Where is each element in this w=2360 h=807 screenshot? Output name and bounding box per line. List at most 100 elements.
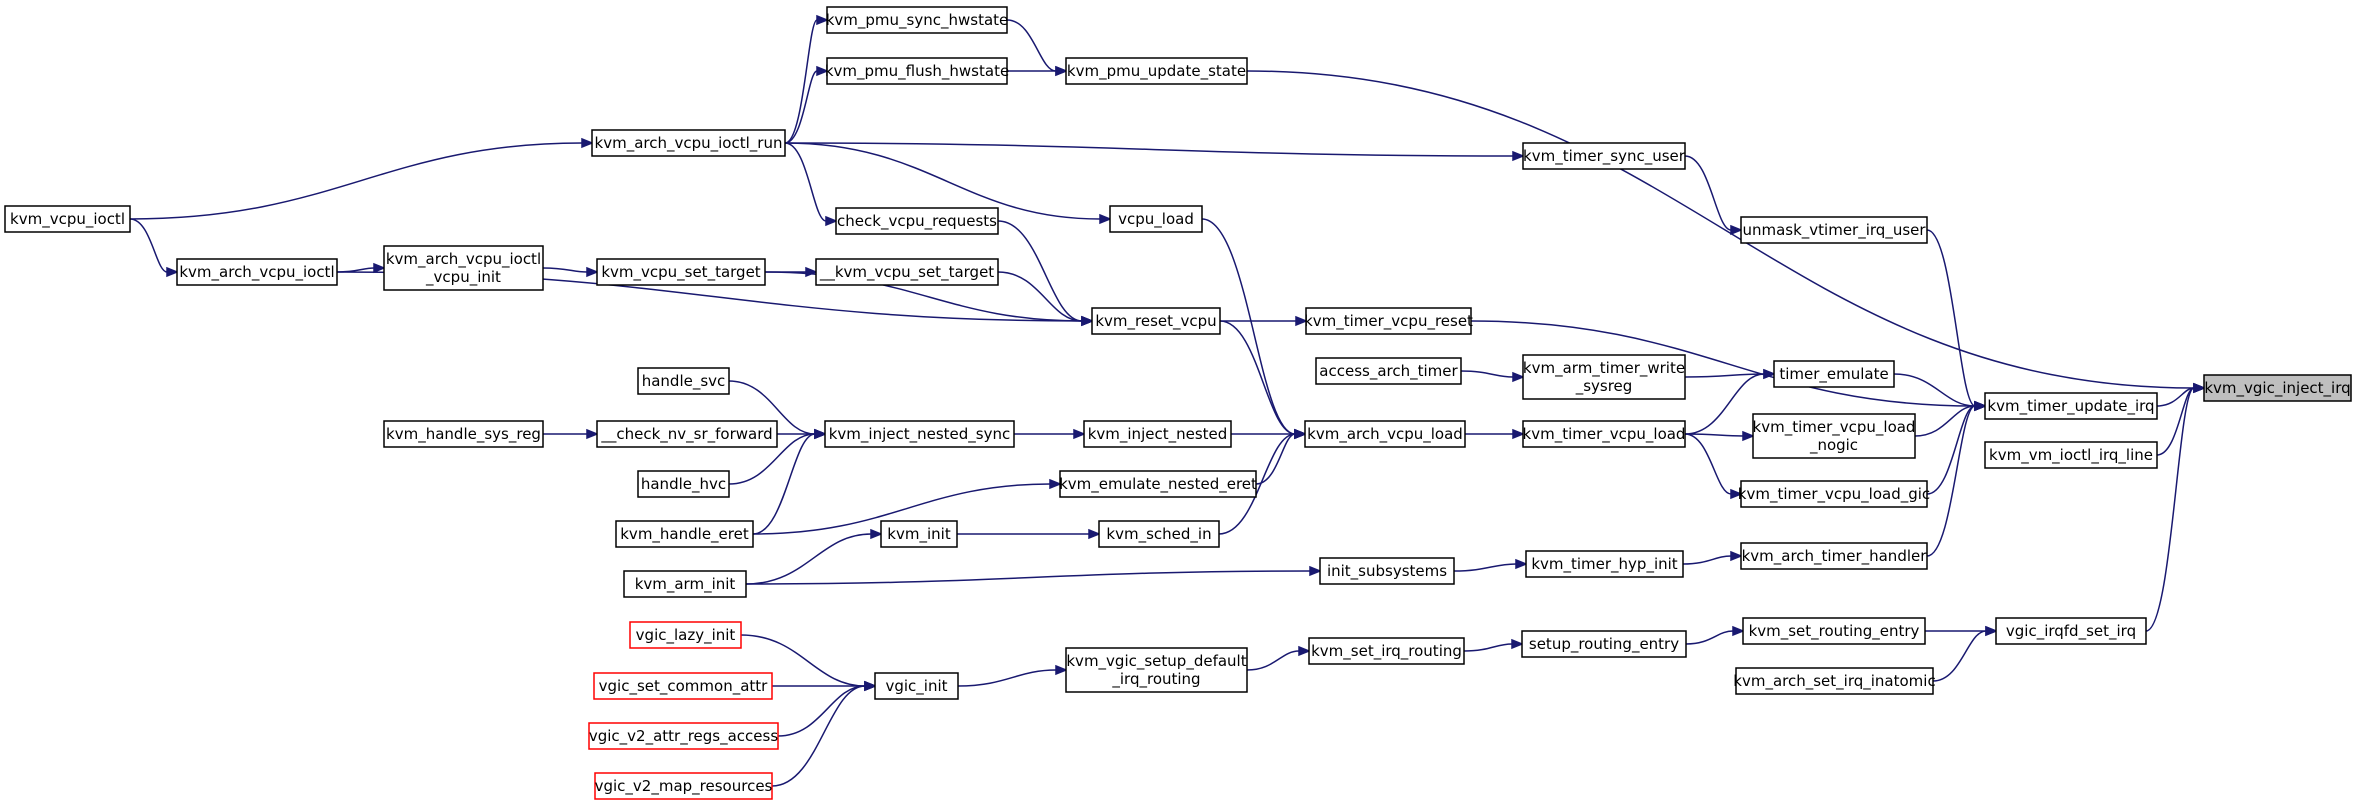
node-kvm-arm-init[interactable]: kvm_arm_init bbox=[623, 570, 747, 598]
node-kvm-timer-vcpu-load-gic[interactable]: kvm_timer_vcpu_load_gic bbox=[1738, 480, 1930, 508]
edge-kvm-timer-vcpu-load-to-timer-emulate bbox=[1684, 373, 1765, 435]
node-kvm-emulate-nested-eret[interactable]: kvm_emulate_nested_eret bbox=[1059, 470, 1257, 498]
edge-arrowhead bbox=[1055, 664, 1069, 676]
node-kvm-reset-vcpu[interactable]: kvm_reset_vcpu bbox=[1091, 307, 1221, 335]
node-label: kvm_arch_vcpu_load bbox=[1307, 425, 1463, 444]
node-kvm-arch-set-irq-inatomic[interactable]: kvm_arch_set_irq_inatomic bbox=[1733, 667, 1936, 695]
node-kvm-timer-vcpu-reset[interactable]: kvm_timer_vcpu_reset bbox=[1304, 307, 1473, 335]
edge-arrowhead bbox=[1512, 371, 1526, 383]
node-kvm-pmu-sync-hwstate[interactable]: kvm_pmu_sync_hwstate bbox=[826, 6, 1009, 34]
node-vgic-irqfd-set-irq[interactable]: vgic_irqfd_set_irq bbox=[1995, 617, 2147, 645]
node-kvm-handle-sys-reg[interactable]: kvm_handle_sys_reg bbox=[383, 420, 544, 448]
node-handle-hvc[interactable]: handle_hvc bbox=[637, 470, 730, 498]
node-kvm-sched-in[interactable]: kvm_sched_in bbox=[1098, 520, 1220, 548]
node-kvm-timer-vcpu-load-nogic[interactable]: kvm_timer_vcpu_load_nogic bbox=[1752, 413, 1916, 459]
node-kvm-arch-vcpu-ioctl[interactable]: kvm_arch_vcpu_ioctl bbox=[176, 258, 338, 286]
node-init-subsystems[interactable]: init_subsystems bbox=[1319, 557, 1455, 585]
node-box bbox=[1083, 420, 1232, 448]
node-kvm-vcpu-set-target[interactable]: __kvm_vcpu_set_target bbox=[815, 258, 999, 286]
node-vgic-v2-map-resources[interactable]: vgic_v2_map_resources bbox=[594, 772, 773, 800]
node-kvm-arch-timer-handler[interactable]: kvm_arch_timer_handler bbox=[1740, 542, 1928, 570]
edge-kvm-vcpu-ioctl-to-kvm-arch-vcpu-ioctl-run bbox=[129, 142, 583, 220]
edge-vgic-irqfd-set-irq-to-kvm-vgic-inject-irq bbox=[2145, 387, 2195, 632]
node-kvm-arch-vcpu-load[interactable]: kvm_arch_vcpu_load bbox=[1304, 420, 1466, 448]
node-box bbox=[629, 621, 742, 649]
edge-unmask-vtimer-irq-user-to-kvm-timer-update-irq bbox=[1926, 229, 1976, 407]
node-box bbox=[2203, 374, 2352, 402]
node-label: kvm_pmu_sync_hwstate bbox=[826, 11, 1009, 30]
node-kvm-set-routing-entry[interactable]: kvm_set_routing_entry bbox=[1742, 617, 1926, 645]
node-vgic-lazy-init[interactable]: vgic_lazy_init bbox=[629, 621, 742, 649]
node-kvm-timer-sync-user[interactable]: kvm_timer_sync_user bbox=[1522, 142, 1686, 170]
node-unmask-vtimer-irq-user[interactable]: unmask_vtimer_irq_user bbox=[1740, 216, 1928, 244]
node-kvm-vm-ioctl-irq-line[interactable]: kvm_vm_ioctl_irq_line bbox=[1984, 441, 2158, 469]
node-kvm-vgic-inject-irq[interactable]: kvm_vgic_inject_irq bbox=[2203, 374, 2352, 402]
node-setup-routing-entry[interactable]: setup_routing_entry bbox=[1521, 630, 1687, 658]
node-box bbox=[1735, 667, 1934, 695]
edge-kvm-timer-vcpu-reset-to-kvm-timer-update-irq bbox=[1470, 320, 1976, 407]
node-label: kvm_handle_eret bbox=[620, 525, 749, 544]
node-kvm-arch-vcpu-ioctl-run[interactable]: kvm_arch_vcpu_ioctl_run bbox=[591, 129, 786, 157]
node-label: handle_svc bbox=[642, 372, 726, 391]
node-kvm-vcpu-set-target[interactable]: kvm_vcpu_set_target bbox=[596, 258, 766, 286]
node-box bbox=[1065, 57, 1248, 85]
node-check-nv-sr-forward[interactable]: __check_nv_sr_forward bbox=[596, 420, 778, 448]
node-kvm-arm-timer-write-sysreg[interactable]: kvm_arm_timer_write_sysreg bbox=[1522, 354, 1686, 400]
node-label: vgic_init bbox=[885, 677, 947, 696]
edge-kvm-emulate-nested-eret-to-kvm-arch-vcpu-load bbox=[1255, 433, 1296, 485]
node-kvm-timer-hyp-init[interactable]: kvm_timer_hyp_init bbox=[1525, 550, 1684, 578]
node-box bbox=[588, 722, 779, 750]
node-kvm-vgic-setup-default-irq-routing[interactable]: kvm_vgic_setup_default_irq_routing bbox=[1065, 647, 1248, 693]
node-kvm-vcpu-ioctl[interactable]: kvm_vcpu_ioctl bbox=[4, 205, 131, 233]
node-box bbox=[824, 420, 1015, 448]
node-label: kvm_timer_hyp_init bbox=[1531, 555, 1677, 574]
node-box bbox=[1742, 617, 1926, 645]
edge-kvm-arch-vcpu-ioctl-run-to-kvm-pmu-sync-hwstate bbox=[784, 19, 818, 144]
node-label: kvm_arch_set_irq_inatomic bbox=[1733, 672, 1935, 691]
node-label: kvm_vgic_inject_irq bbox=[2204, 379, 2350, 398]
node-label: kvm_pmu_flush_hwstate bbox=[825, 62, 1009, 81]
node-label: kvm_timer_vcpu_reset bbox=[1304, 312, 1473, 331]
node-kvm-pmu-flush-hwstate[interactable]: kvm_pmu_flush_hwstate bbox=[825, 57, 1009, 85]
node-kvm-pmu-update-state[interactable]: kvm_pmu_update_state bbox=[1065, 57, 1248, 85]
edge-kvm-timer-vcpu-load-to-kvm-timer-vcpu-load-gic bbox=[1684, 433, 1732, 495]
node-kvm-handle-eret[interactable]: kvm_handle_eret bbox=[615, 520, 754, 548]
edge-arrowhead bbox=[586, 266, 600, 278]
node-label: vgic_irqfd_set_irq bbox=[2006, 622, 2136, 641]
node-timer-emulate[interactable]: timer_emulate bbox=[1773, 360, 1895, 388]
node-handle-svc[interactable]: handle_svc bbox=[637, 367, 730, 395]
node-label: timer_emulate bbox=[1779, 365, 1888, 384]
edge-arrowhead bbox=[1730, 488, 1744, 500]
node-box bbox=[637, 470, 730, 498]
edge-arrowhead bbox=[1512, 428, 1526, 440]
node-box bbox=[1525, 550, 1684, 578]
node-kvm-inject-nested-sync[interactable]: kvm_inject_nested_sync bbox=[824, 420, 1015, 448]
node-label: setup_routing_entry bbox=[1529, 635, 1679, 654]
node-label: vgic_lazy_init bbox=[636, 626, 736, 645]
node-access-arch-timer[interactable]: access_arch_timer bbox=[1315, 357, 1462, 385]
node-label: kvm_emulate_nested_eret bbox=[1059, 475, 1257, 494]
node-kvm-arch-vcpu-ioctl-vcpu-init[interactable]: kvm_arch_vcpu_ioctl_vcpu_init bbox=[383, 245, 544, 291]
edge-kvm-vgic-setup-default-irq-routing-to-kvm-set-irq-routing bbox=[1246, 650, 1300, 671]
node-vgic-set-common-attr[interactable]: vgic_set_common_attr bbox=[593, 672, 773, 700]
node-vcpu-load[interactable]: vcpu_load bbox=[1109, 205, 1203, 233]
edge-kvm-arm-init-to-kvm-init bbox=[745, 533, 872, 585]
edge-arrowhead bbox=[373, 262, 387, 274]
node-check-vcpu-requests[interactable]: check_vcpu_requests bbox=[835, 207, 999, 235]
node-box bbox=[1059, 470, 1257, 498]
node-label: unmask_vtimer_irq_user bbox=[1742, 221, 1926, 240]
node-kvm-timer-vcpu-load[interactable]: kvm_timer_vcpu_load bbox=[1522, 420, 1686, 448]
node-kvm-timer-update-irq[interactable]: kvm_timer_update_irq bbox=[1984, 392, 2158, 420]
node-kvm-inject-nested[interactable]: kvm_inject_nested bbox=[1083, 420, 1232, 448]
edge-arrowhead bbox=[1763, 368, 1777, 380]
node-kvm-init[interactable]: kvm_init bbox=[880, 520, 958, 548]
edge-arrowhead bbox=[2193, 382, 2207, 394]
node-vgic-init[interactable]: vgic_init bbox=[874, 672, 959, 700]
node-label: kvm_arch_vcpu_ioctl_run bbox=[595, 134, 783, 153]
node-label: kvm_vm_ioctl_irq_line bbox=[1989, 446, 2153, 465]
node-label: __check_nv_sr_forward bbox=[600, 425, 772, 444]
node-kvm-set-irq-routing[interactable]: kvm_set_irq_routing bbox=[1308, 637, 1465, 665]
node-vgic-v2-attr-regs-access[interactable]: vgic_v2_attr_regs_access bbox=[588, 722, 779, 750]
node-label: handle_hvc bbox=[641, 475, 726, 494]
